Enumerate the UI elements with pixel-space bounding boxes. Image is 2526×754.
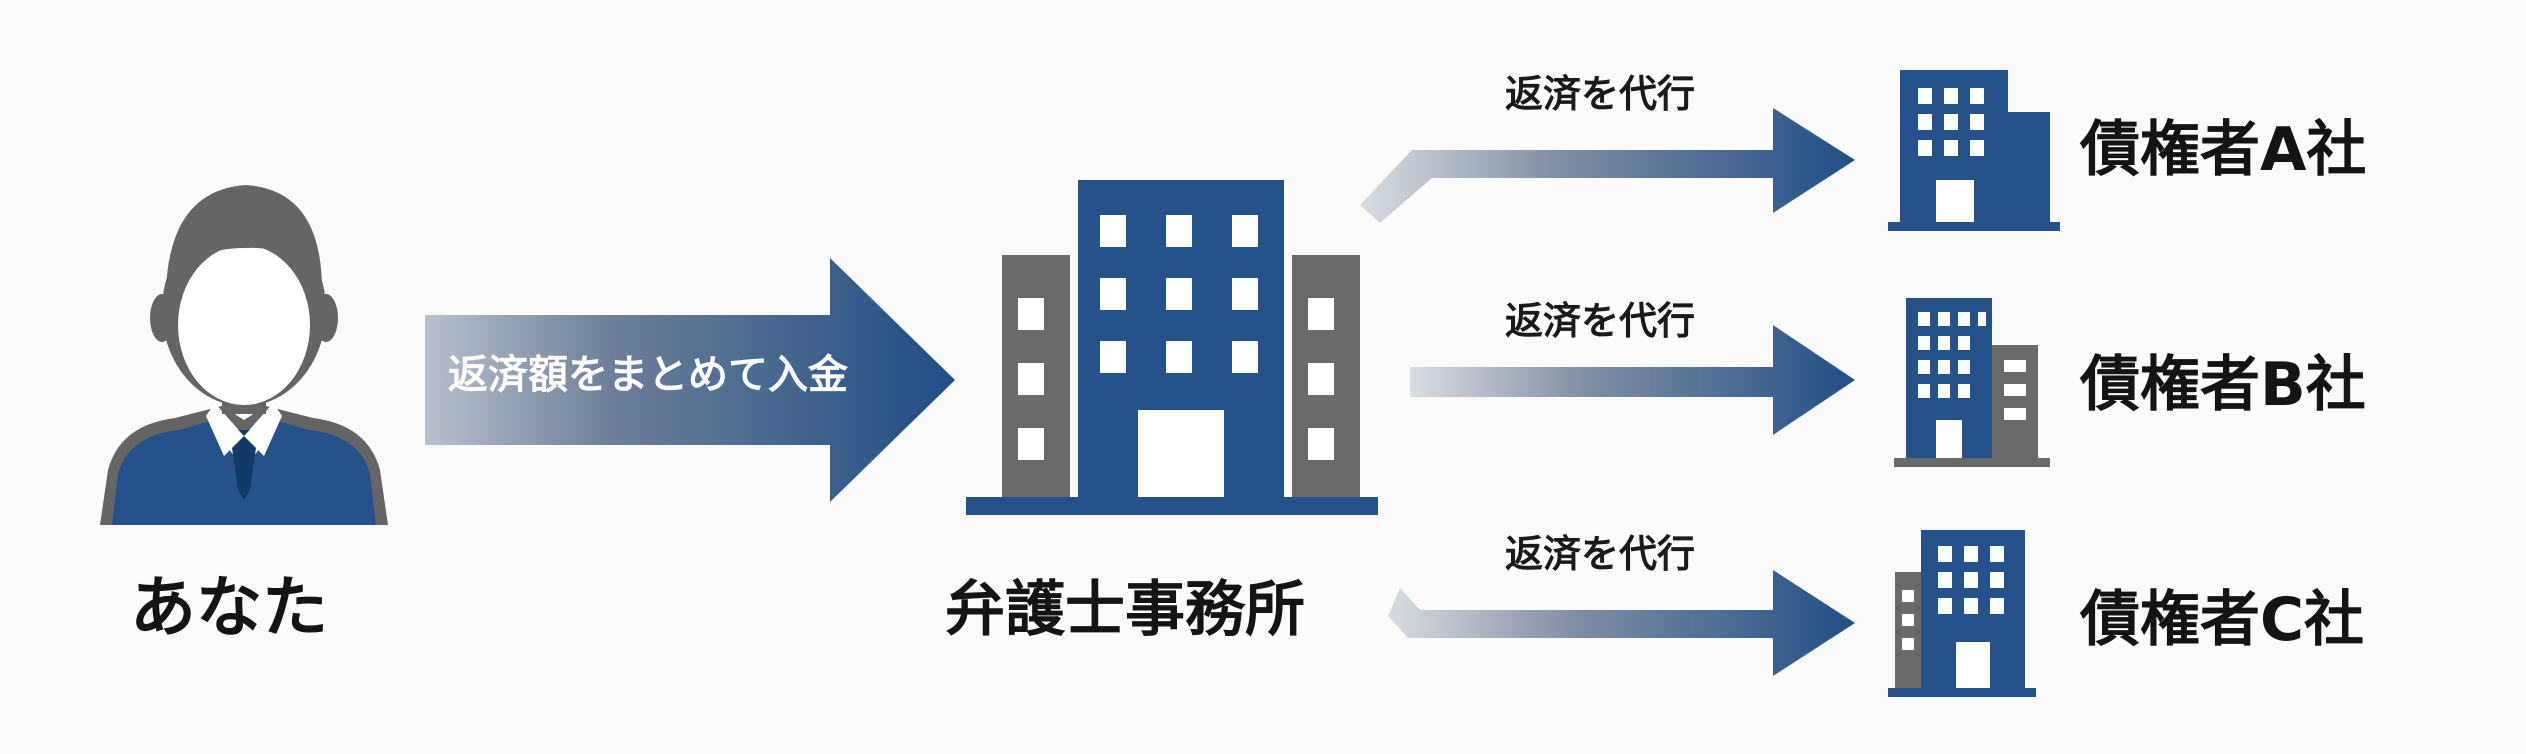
branch-arrow-b — [1410, 325, 1855, 435]
office-label: 弁護士事務所 — [945, 575, 1305, 645]
main-arrow-label: 返済額をまとめて入金 — [448, 352, 848, 398]
person-label: あなた — [130, 569, 328, 646]
branch-arrow-c — [1388, 570, 1855, 676]
building-icon-b — [1894, 298, 2050, 467]
branch-label-b: 返済を代行 — [1505, 299, 1696, 343]
office-building-icon — [966, 180, 1378, 515]
creditor-label-c: 債権者C社 — [2080, 585, 2365, 655]
main-arrow — [425, 258, 955, 502]
branch-label-c: 返済を代行 — [1505, 532, 1696, 576]
businessman-icon — [100, 185, 388, 525]
building-icon-c — [1888, 530, 2036, 697]
branch-arrow-a — [1360, 108, 1855, 223]
creditor-label-a: 債権者A社 — [2080, 115, 2367, 185]
creditor-label-b: 債権者B社 — [2080, 350, 2366, 420]
building-icon-a — [1888, 70, 2060, 231]
branch-label-a: 返済を代行 — [1505, 72, 1696, 116]
